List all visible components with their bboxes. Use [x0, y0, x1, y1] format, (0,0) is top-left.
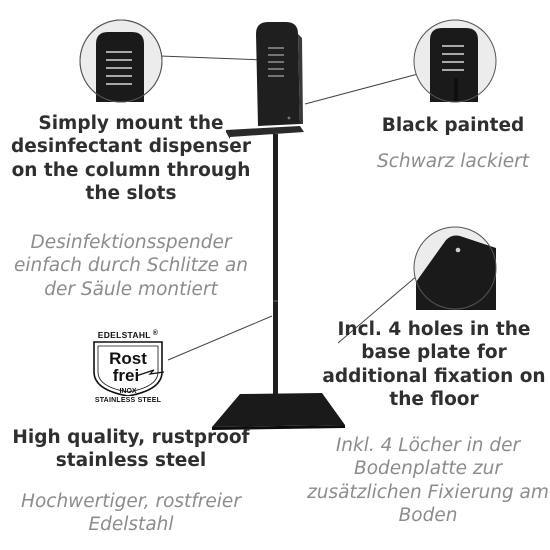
detail-circle-base-holes: [413, 226, 497, 310]
detail-circle-painted: [413, 19, 497, 103]
seal-word-frei: frei: [113, 366, 139, 385]
finish-description-german: Schwarz lackiert: [376, 151, 530, 172]
leader-line-base: [337, 274, 419, 344]
stand-column: [273, 134, 278, 396]
base-holes-description-german: Inkl. 4 Löcher in der Bodenplatte zur zu…: [307, 435, 549, 527]
dispenser-bracket: [256, 22, 303, 126]
detail-circle-slots: [79, 19, 163, 103]
leader-line-painted: [304, 73, 419, 105]
leader-line-material: [167, 315, 273, 361]
seal-inox-text: INOX: [119, 388, 137, 395]
seal-stainless-text: STAINLESS STEEL: [94, 397, 162, 404]
material-description: High quality, rustproof stainless steel: [12, 427, 250, 472]
rostfrei-seal-logo: Rost frei EDELSTAHL® INOX STAINLESS STEE…: [80, 330, 176, 416]
finish-description: Black painted: [381, 115, 525, 136]
mounting-description-german: Desinfektionsspender einfach durch Schli…: [14, 232, 248, 300]
stand-base-plate: [212, 393, 345, 427]
seal-top-text: EDELSTAHL®: [97, 330, 159, 340]
mounting-description: Simply mount the desinfectant dispenser …: [11, 113, 251, 205]
leader-line-slots: [159, 55, 265, 61]
seal-word-rost: Rost: [109, 349, 147, 368]
material-description-german: Hochwertiger, rostfreier Edelstahl: [21, 491, 241, 536]
dispenser-shelf: [226, 126, 304, 137]
base-holes-description: Incl. 4 holes in the base plate for addi…: [322, 319, 546, 411]
